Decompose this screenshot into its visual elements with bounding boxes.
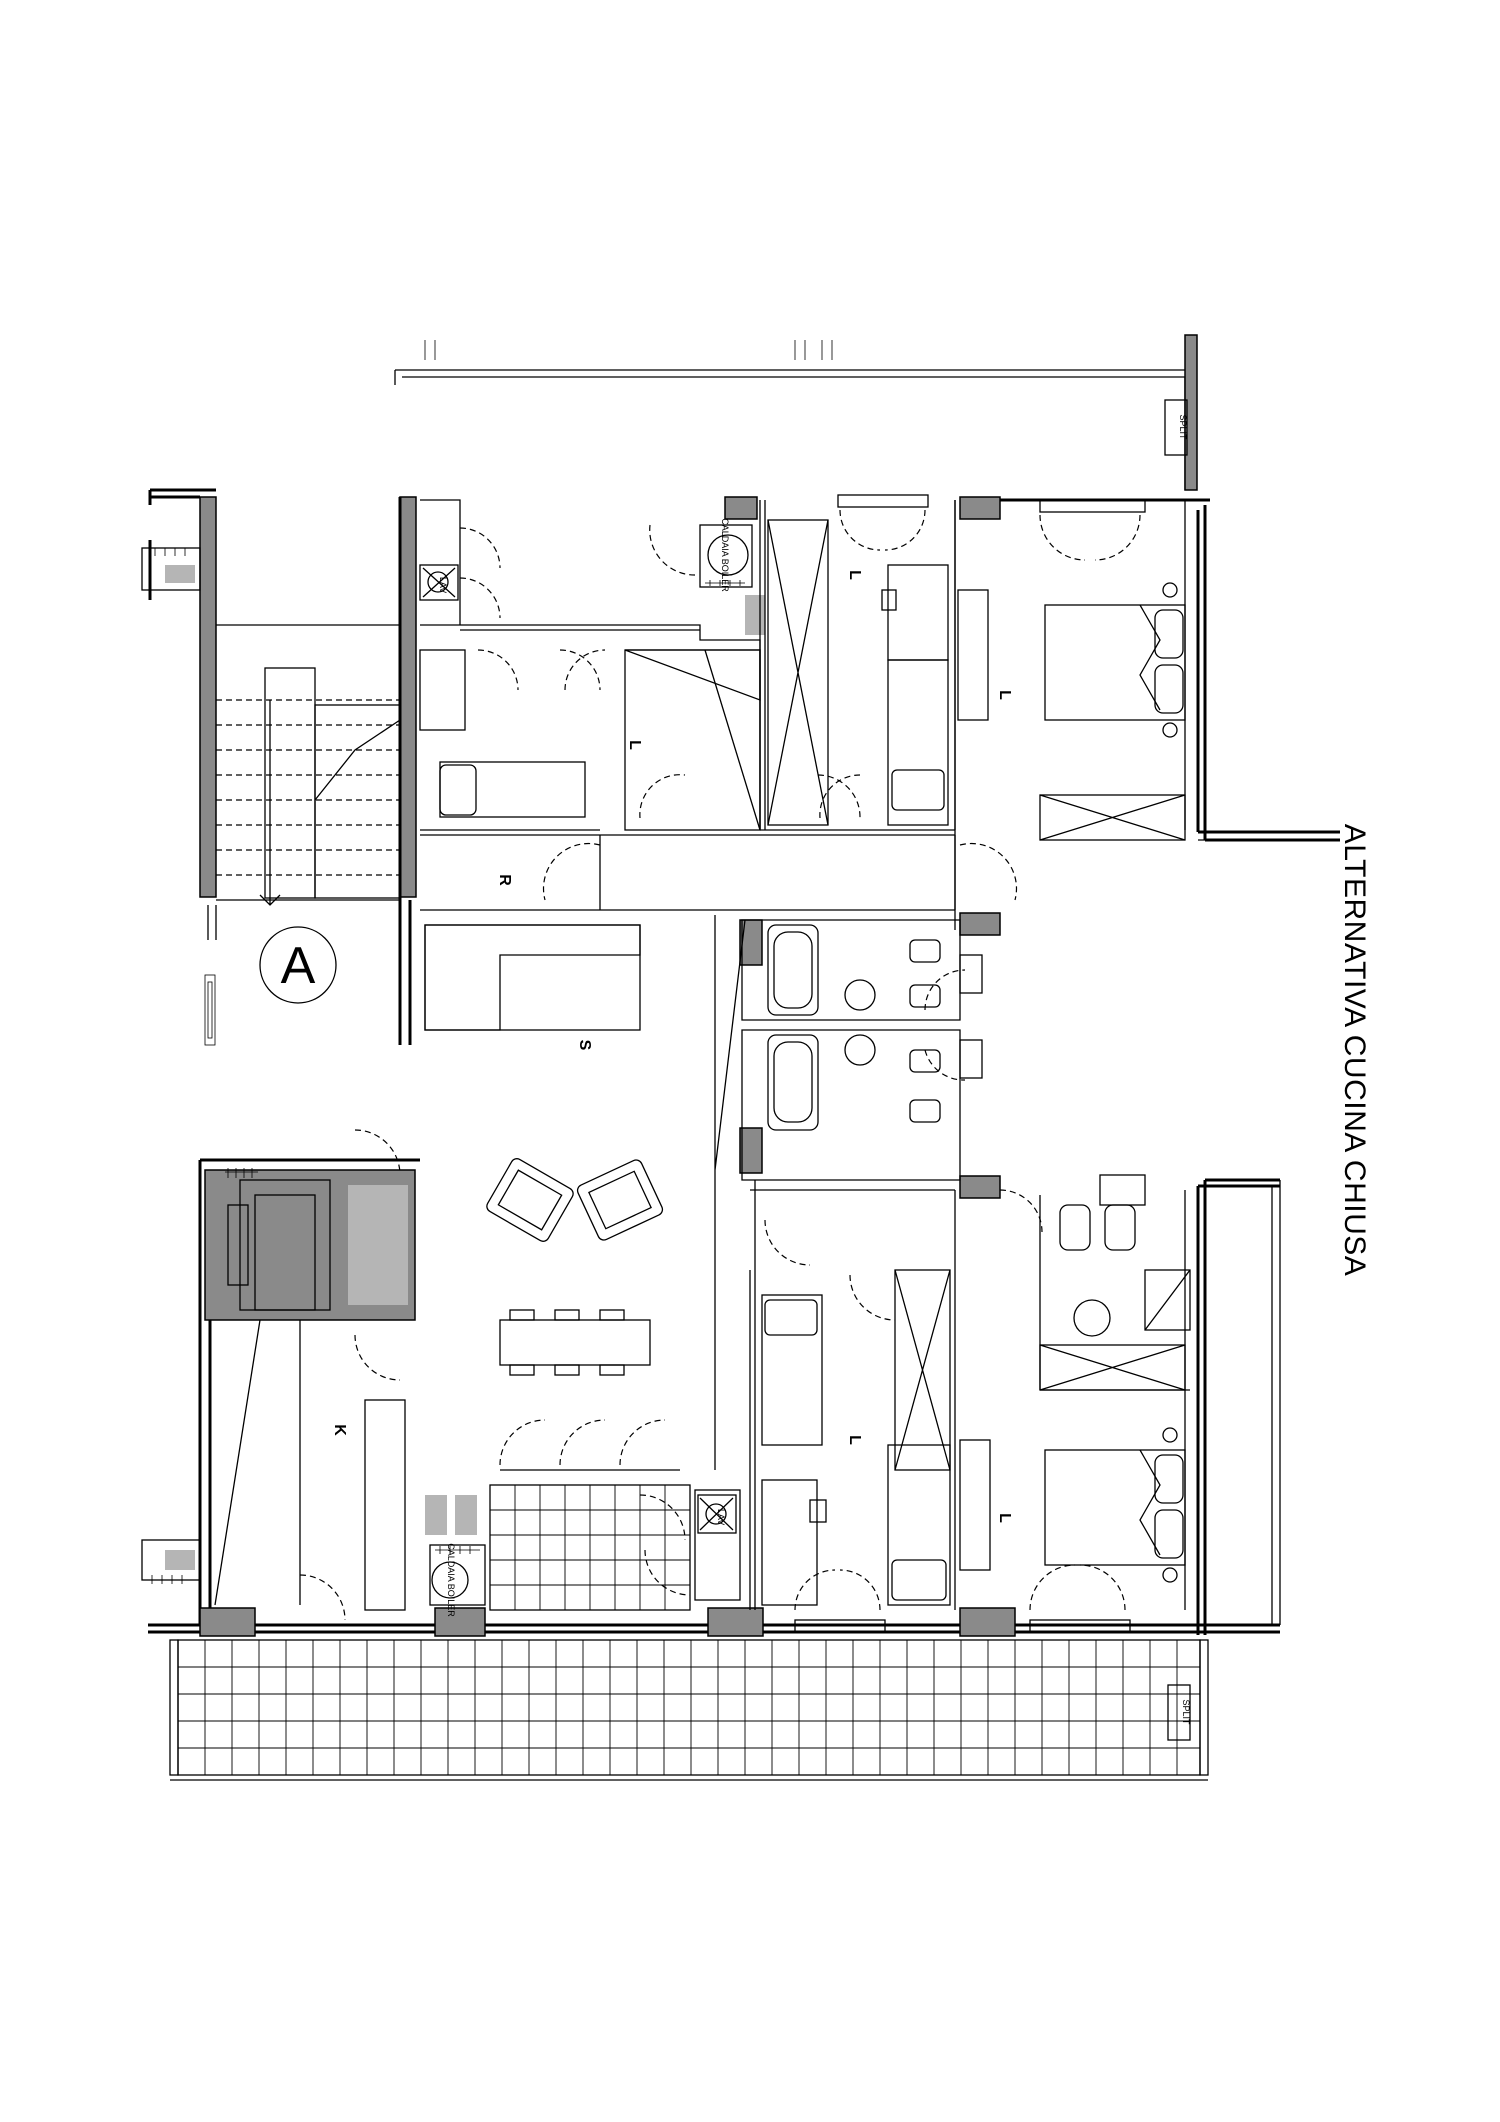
room-label-kitchen: K	[331, 1424, 348, 1436]
room-label-living: S	[576, 1040, 593, 1051]
staircase	[141, 488, 401, 1046]
tiled-balcony: SPLIT	[169, 1639, 1209, 1781]
washer-label-top: LAV	[438, 577, 448, 593]
bathroom-bottom	[741, 1029, 983, 1181]
kitchen: K CALDAIA BOILER	[204, 1168, 486, 1621]
room-label-bedroom-bottom-mid: L	[846, 1435, 863, 1445]
room-label-corridor: R	[496, 874, 513, 886]
boiler-label-top: CALDAIA BOILER	[720, 518, 730, 592]
right-partitions	[1198, 839, 1335, 1625]
bedroom-top-mid: L	[759, 494, 956, 831]
split-label-bottom: SPLIT	[1181, 1699, 1191, 1725]
room-label-bedroom-top-mid: L	[846, 570, 863, 580]
room-label-bedroom-bottom-right: L	[996, 1513, 1013, 1523]
tiled-courtyard: LAV	[489, 1484, 741, 1611]
structural-columns	[199, 496, 1016, 1637]
boiler-label-bottom: CALDAIA BOILER	[446, 1543, 456, 1617]
bathroom-top	[741, 919, 983, 1021]
drawing-title: ALTERNATIVA CUCINA CHIUSA	[1338, 824, 1371, 1277]
bedroom-bottom-right: L	[954, 1174, 1191, 1633]
washer-label-bottom: LAV	[716, 1509, 726, 1525]
section-marker: A	[259, 926, 337, 1004]
room-label-bedroom-top-left: L	[626, 740, 643, 750]
corridor: R	[420, 834, 1018, 911]
split-label-top: SPLIT	[1178, 414, 1188, 440]
section-marker-label: A	[281, 937, 316, 995]
bedroom-top-left: LAV L	[419, 499, 861, 831]
outer-walls: SPLIT	[141, 334, 1340, 1635]
living-room: S	[354, 915, 746, 1471]
bedroom-top-right: L	[954, 499, 1186, 930]
room-label-bedroom-top-right: L	[996, 690, 1013, 700]
boiler-top: CALDAIA BOILER	[649, 518, 765, 635]
bedroom-bottom-mid: L	[749, 1180, 955, 1633]
